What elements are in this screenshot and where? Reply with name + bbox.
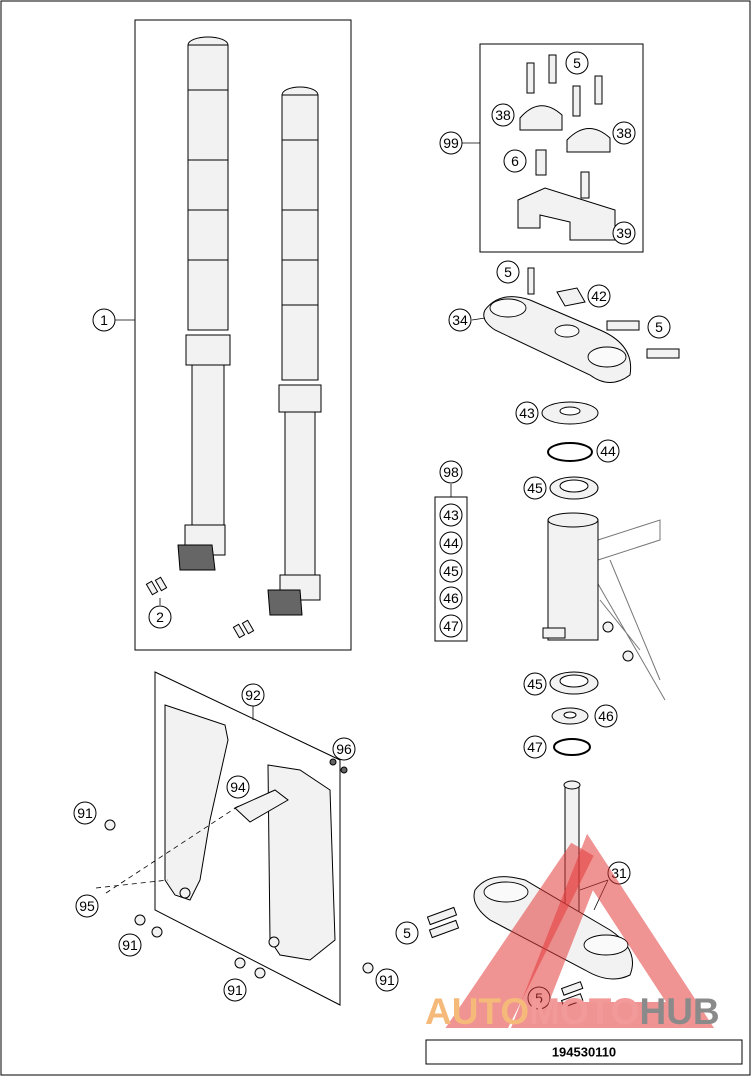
- svg-text:38: 38: [495, 107, 511, 123]
- svg-text:1: 1: [100, 312, 108, 328]
- svg-text:43: 43: [443, 507, 459, 523]
- bearing-kit: [434, 484, 468, 642]
- watermark: AUTOMOTOHUB: [425, 833, 720, 1032]
- svg-text:2: 2: [156, 609, 164, 625]
- callout-34: 34: [448, 308, 472, 332]
- watermark-triangle: [510, 833, 715, 1028]
- lower-bearing-stack: [549, 671, 599, 756]
- callout-38-right: 38: [612, 121, 636, 145]
- callout-5-lower-clamp-bolts: 5: [395, 921, 419, 945]
- callout-94: 94: [226, 775, 250, 799]
- svg-text:5: 5: [573, 55, 581, 71]
- svg-text:47: 47: [527, 739, 543, 755]
- callout-45-lower: 45: [523, 672, 547, 696]
- callout-91-bottom: 91: [223, 978, 247, 1002]
- kit-item-44: 44: [439, 531, 463, 555]
- callout-42: 42: [587, 284, 611, 308]
- axle-clamp-bolts: [145, 576, 255, 639]
- svg-text:45: 45: [443, 563, 459, 579]
- document-id-box: 194530110: [425, 1039, 743, 1065]
- callout-91-left: 91: [118, 933, 142, 957]
- svg-text:5: 5: [403, 925, 411, 941]
- svg-text:47: 47: [443, 618, 459, 634]
- callout-96: 96: [332, 737, 356, 761]
- callout-38-left: 38: [491, 103, 515, 127]
- svg-text:92: 92: [245, 687, 261, 703]
- callout-91-right: 91: [375, 968, 399, 992]
- svg-text:98: 98: [443, 464, 459, 480]
- svg-text:44: 44: [600, 443, 616, 459]
- upper-triple-clamp: [471, 267, 680, 383]
- callout-1: 1: [92, 308, 116, 332]
- left-fork-leg: [177, 36, 231, 571]
- kit-item-43: 43: [439, 503, 463, 527]
- callout-5-clamp-bolts: 5: [647, 315, 671, 339]
- svg-text:43: 43: [519, 405, 535, 421]
- clamp-kit-box: [479, 43, 644, 253]
- svg-text:5: 5: [655, 319, 663, 335]
- svg-text:91: 91: [122, 937, 138, 953]
- frame-steering-head: [542, 512, 666, 701]
- svg-text:95: 95: [79, 898, 95, 914]
- callout-47: 47: [523, 735, 547, 759]
- handlebar-clamp-kit: [462, 43, 644, 253]
- fork-legs-box: [134, 19, 352, 651]
- svg-text:96: 96: [336, 741, 352, 757]
- callout-6: 6: [503, 149, 527, 173]
- svg-text:94: 94: [230, 779, 246, 795]
- svg-text:46: 46: [443, 590, 459, 606]
- svg-text:91: 91: [227, 982, 243, 998]
- svg-text:6: 6: [511, 153, 519, 169]
- kit-item-47: 47: [439, 614, 463, 638]
- callout-91-top: 91: [73, 801, 97, 825]
- svg-text:46: 46: [598, 708, 614, 724]
- svg-text:39: 39: [616, 225, 632, 241]
- callout-45-upper: 45: [523, 476, 547, 500]
- callout-5-top-bolt: 5: [496, 260, 520, 284]
- svg-text:45: 45: [527, 480, 543, 496]
- callout-98: 98: [439, 460, 463, 484]
- svg-text:42: 42: [591, 288, 607, 304]
- callout-43: 43: [515, 401, 539, 425]
- fork-legs-group: [115, 19, 352, 651]
- document-id: 194530110: [552, 1045, 616, 1060]
- svg-text:34: 34: [452, 312, 468, 328]
- svg-text:38: 38: [616, 125, 632, 141]
- watermark-triangle-left: [445, 842, 594, 1028]
- svg-text:91: 91: [379, 972, 395, 988]
- callout-2: 2: [148, 605, 172, 629]
- upper-bearing-stack: [541, 401, 599, 500]
- svg-text:5: 5: [504, 264, 512, 280]
- callout-44: 44: [596, 439, 620, 463]
- callout-99: 99: [439, 131, 463, 155]
- fork-protector-box: [154, 671, 341, 1006]
- kit-item-45: 45: [439, 559, 463, 583]
- callout-95: 95: [75, 894, 99, 918]
- callout-5-clamp-screws: 5: [565, 51, 589, 75]
- watermark-text: AUTOMOTOHUB: [425, 991, 720, 1032]
- fork-protector-group: [95, 671, 374, 1006]
- svg-text:99: 99: [443, 135, 459, 151]
- callout-92: 92: [241, 683, 265, 707]
- callout-39: 39: [612, 221, 636, 245]
- callout-46: 46: [594, 704, 618, 728]
- svg-text:91: 91: [77, 805, 93, 821]
- svg-text:44: 44: [443, 535, 459, 551]
- svg-text:45: 45: [527, 676, 543, 692]
- right-fork-leg: [267, 86, 322, 616]
- kit-item-46: 46: [439, 586, 463, 610]
